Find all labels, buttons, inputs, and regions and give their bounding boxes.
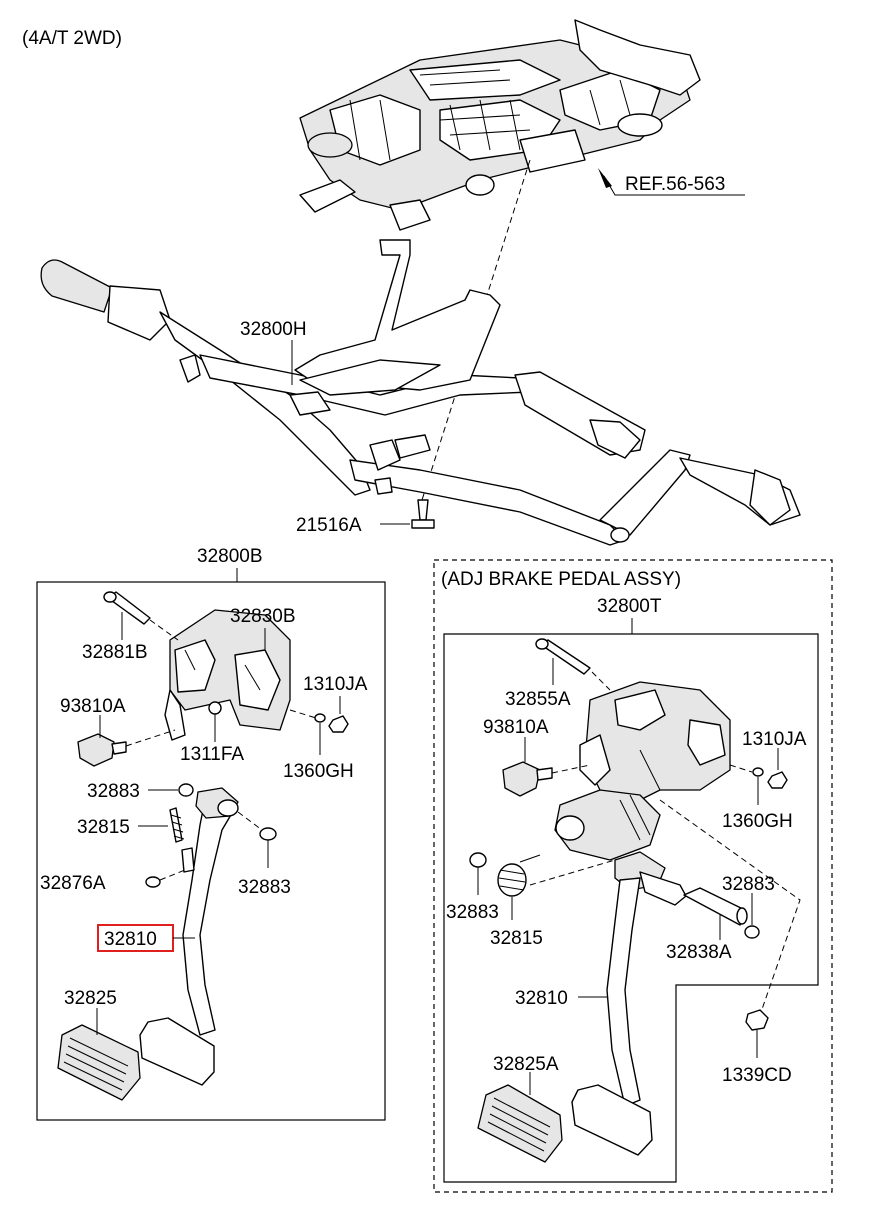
label-32825: 32825	[64, 988, 117, 1009]
group-box-32800B	[36, 581, 386, 1121]
nut-1310JA-right	[767, 771, 788, 789]
bushing-32883-left-bottom	[259, 827, 277, 841]
label-1310JA-right: 1310JA	[742, 729, 807, 750]
bushing-32883-right	[744, 925, 760, 939]
pedal-pad-32825A	[477, 1084, 563, 1163]
switch-93810A-left	[77, 733, 127, 767]
label-32815-left: 32815	[77, 817, 130, 838]
pedal-foot-left	[139, 1017, 215, 1086]
pedal-bracket-32830B	[164, 609, 291, 741]
pedal-bracket-32800T	[554, 681, 731, 861]
switch-93810A-right	[502, 761, 553, 797]
label-32855A: 32855A	[505, 689, 571, 710]
nut-1310JA-left	[328, 715, 349, 733]
label-32815-right: 32815	[490, 928, 543, 949]
label-1310JA-left: 1310JA	[303, 674, 368, 695]
label-32883-left-bottom: 32883	[238, 877, 291, 898]
adj-group-box	[433, 559, 833, 1193]
label-32876A: 32876A	[40, 873, 106, 894]
label-32830B: 32830B	[230, 606, 296, 627]
stopper-32876A	[145, 876, 161, 888]
cross-member-32800H	[40, 239, 801, 546]
washer-1360GH-left	[314, 713, 326, 723]
steering-column-assembly	[299, 19, 745, 231]
label-32810-left: 32810	[104, 929, 157, 950]
pin-32881B	[103, 591, 151, 625]
label-1339CD: 1339CD	[722, 1065, 792, 1086]
spring-32815-left	[169, 807, 183, 843]
label-32883-right: 32883	[722, 874, 775, 895]
label-32825A: 32825A	[493, 1054, 559, 1075]
label-32883-left-top: 32883	[87, 781, 140, 802]
label-32800B: 32800B	[197, 546, 263, 567]
bolt-21516A	[411, 499, 435, 529]
spring-32815-right	[497, 854, 541, 897]
variant-label: (4A/T 2WD)	[22, 28, 122, 49]
label-32800H: 32800H	[240, 319, 307, 340]
washer-1360GH-right	[752, 767, 764, 777]
label-32800T: 32800T	[597, 596, 662, 617]
group-box-32800T	[443, 633, 819, 1183]
label-1360GH-left: 1360GH	[283, 761, 354, 782]
label-32883-right-left: 32883	[446, 902, 499, 923]
pedal-arm-32810-right	[606, 851, 687, 1107]
pin-32838A	[683, 887, 748, 926]
label-93810A-right: 93810A	[483, 717, 549, 738]
label-1360GH-right: 1360GH	[722, 811, 793, 832]
nut-1339CD	[745, 1009, 769, 1031]
bushing-32883-right-left	[469, 852, 487, 868]
adj-group-title: (ADJ BRAKE PEDAL ASSY)	[441, 569, 681, 590]
label-32881B: 32881B	[82, 642, 148, 663]
label-32810-right: 32810	[515, 988, 568, 1009]
pedal-arm-32810-left	[181, 787, 239, 1036]
label-21516A: 21516A	[296, 515, 362, 536]
label-32838A: 32838A	[666, 942, 732, 963]
pedal-foot-right	[571, 1084, 653, 1156]
ref-label: REF.56-563	[625, 174, 725, 195]
bushing-32883-left-top	[178, 783, 194, 797]
label-93810A-left: 93810A	[60, 696, 126, 717]
label-1311FA: 1311FA	[180, 744, 244, 765]
pedal-pad-32825	[57, 1024, 141, 1101]
